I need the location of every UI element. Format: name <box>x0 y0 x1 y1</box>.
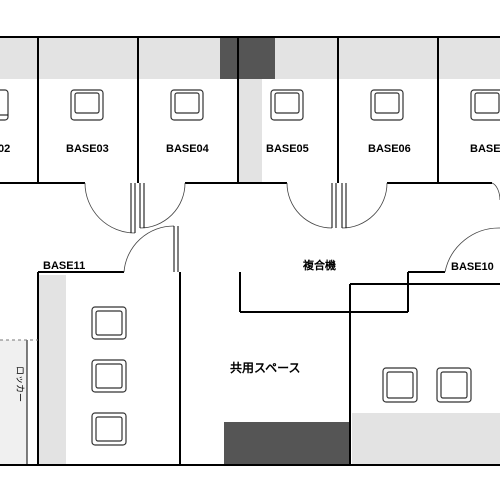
chair-base11-3 <box>91 412 127 446</box>
room-label-base07: BASE <box>470 143 500 155</box>
chair-base11-1 <box>91 306 127 340</box>
locker-label: ロッカー <box>15 366 25 402</box>
room-label-base11: BASE11 <box>43 260 85 272</box>
chair-base10-1 <box>382 367 418 403</box>
chair-base04 <box>170 89 204 121</box>
doors <box>84 182 500 273</box>
copier-label: 複合機 <box>302 258 336 272</box>
common-space-label: 共用スペース <box>230 360 301 375</box>
chair-base02 <box>0 89 9 121</box>
room-label-base05: BASE05 <box>266 143 309 155</box>
walls <box>0 36 500 466</box>
chair-base07 <box>470 89 500 121</box>
room-label-base02: 02 <box>0 143 10 155</box>
base05-wall-shelf <box>239 79 262 183</box>
chair-base05 <box>270 89 304 121</box>
base11-wall-shelf <box>38 275 66 465</box>
base10-counter <box>352 413 500 465</box>
chair-base11-2 <box>91 359 127 393</box>
room-label-base06: BASE06 <box>368 143 411 155</box>
column-block-top <box>220 37 275 79</box>
chair-base06 <box>370 89 404 121</box>
chair-base03 <box>70 89 104 121</box>
room-label-base03: BASE03 <box>66 143 109 155</box>
room-label-base04: BASE04 <box>166 143 210 155</box>
chair-base10-2 <box>436 367 472 403</box>
locker-cabinet <box>0 340 27 465</box>
column-block-bottom <box>224 422 349 465</box>
room-label-base10: BASE10 <box>451 261 494 273</box>
